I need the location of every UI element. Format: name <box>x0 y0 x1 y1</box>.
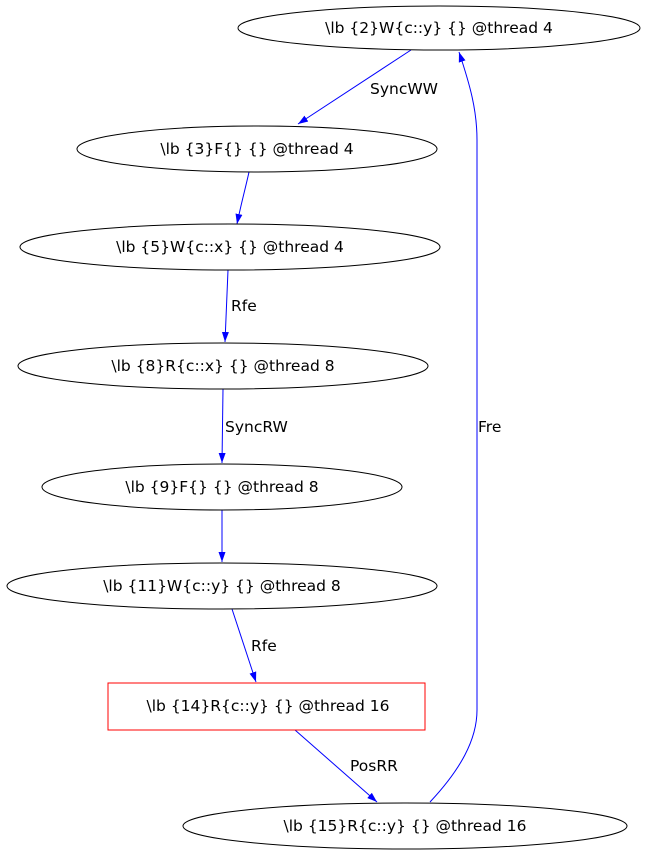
node-n9-shape <box>41 463 403 511</box>
edge-n15-n2 <box>429 51 478 803</box>
edge-label-syncww: SyncWW <box>370 80 438 98</box>
edge-n14-n15 <box>294 729 378 803</box>
node-n11[interactable]: \lb {11}W{c::y} {} @thread 8 <box>6 562 438 610</box>
node-n8-label: \lb {8}R{c::x} {} @thread 8 <box>111 357 334 375</box>
edges <box>218 49 478 803</box>
edge-n8-n9 <box>218 388 226 464</box>
node-n3-shape <box>76 125 438 173</box>
node-n3[interactable]: \lb {3}F{} {} @thread 4 <box>76 125 438 173</box>
edge-n3-n5 <box>235 171 250 225</box>
edge-label-syncrw: SyncRW <box>225 418 288 436</box>
edge-label-rfe-2: Rfe <box>251 637 277 655</box>
node-n15-label: \lb {15}R{c::y} {} @thread 16 <box>284 817 527 835</box>
node-n2-shape <box>237 5 641 51</box>
node-n9[interactable]: \lb {9}F{} {} @thread 8 <box>41 463 403 511</box>
node-n5-label: \lb {5}W{c::x} {} @thread 4 <box>116 238 344 256</box>
edge-label-fre: Fre <box>478 418 501 436</box>
node-n2[interactable]: \lb {2}W{c::y} {} @thread 4 <box>237 5 641 51</box>
edge-n5-n8 <box>221 269 229 343</box>
node-n11-shape <box>6 562 438 610</box>
node-n14[interactable]: \lb {14}R{c::y} {} @thread 16 <box>107 682 426 731</box>
node-n15[interactable]: \lb {15}R{c::y} {} @thread 16 <box>182 802 628 850</box>
node-n8[interactable]: \lb {8}R{c::x} {} @thread 8 <box>17 342 429 390</box>
node-n9-label: \lb {9}F{} {} @thread 8 <box>125 478 318 496</box>
node-n14-label: \lb {14}R{c::y} {} @thread 16 <box>147 697 390 715</box>
edge-label-posrr: PosRR <box>350 757 398 775</box>
node-n5-shape <box>19 223 441 271</box>
node-n11-label: \lb {11}W{c::y} {} @thread 8 <box>103 577 341 595</box>
node-n14-shape <box>107 682 426 731</box>
edge-labels: SyncWW Rfe SyncRW Rfe PosRR Fre <box>225 80 501 775</box>
edge-n11-n14 <box>231 608 257 683</box>
node-n8-shape <box>17 342 429 390</box>
node-n2-label: \lb {2}W{c::y} {} @thread 4 <box>325 19 553 37</box>
node-n5[interactable]: \lb {5}W{c::x} {} @thread 4 <box>19 223 441 271</box>
node-n15-shape <box>182 802 628 850</box>
edge-n2-n3 <box>297 49 412 125</box>
edge-label-rfe-1: Rfe <box>231 297 257 315</box>
node-n3-label: \lb {3}F{} {} @thread 4 <box>160 140 353 158</box>
